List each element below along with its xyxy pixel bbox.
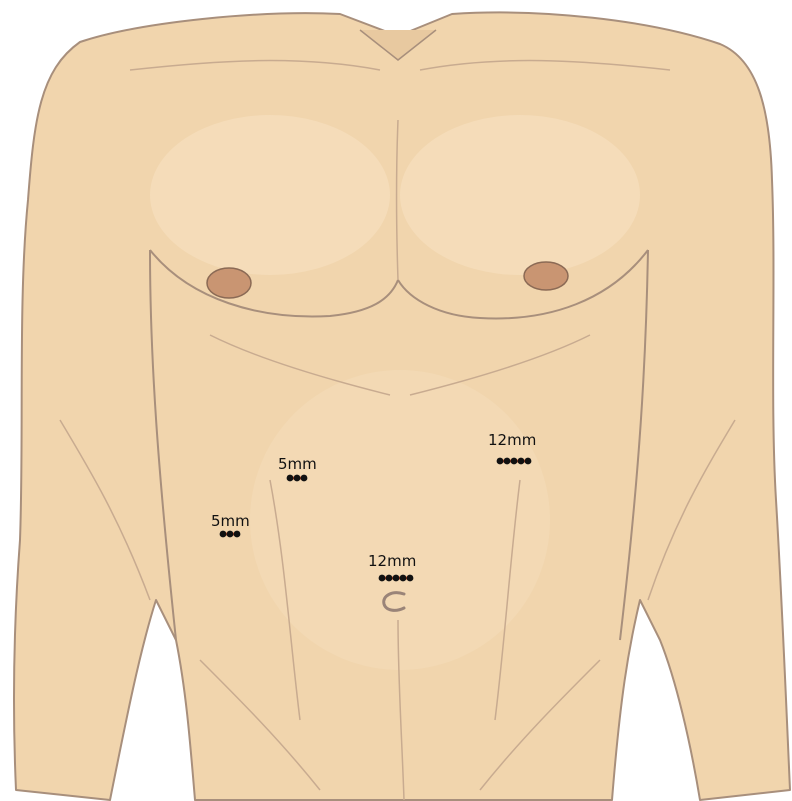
port-size-label: 12mm [368, 552, 416, 570]
incision-dot [511, 458, 518, 465]
incision-dot [525, 458, 532, 465]
port-size-label: 12mm [488, 431, 536, 449]
port-incision-marks [220, 531, 241, 538]
incision-dot [407, 575, 414, 582]
incision-dot [220, 531, 227, 538]
incision-dot [504, 458, 511, 465]
incision-dot [518, 458, 525, 465]
port-size-label: 5mm [278, 455, 317, 473]
incision-dot [234, 531, 241, 538]
incision-dot [227, 531, 234, 538]
port-size-label: 5mm [211, 512, 250, 530]
right-pec-highlight [400, 115, 640, 275]
port-incision-marks [287, 475, 308, 482]
left-pec-highlight [150, 115, 390, 275]
port-incision-marks [379, 575, 414, 582]
incision-dot [301, 475, 308, 482]
incision-dot [386, 575, 393, 582]
incision-dot [294, 475, 301, 482]
left-nipple [524, 262, 568, 290]
incision-dot [379, 575, 386, 582]
incision-dot [400, 575, 407, 582]
incision-dot [497, 458, 504, 465]
port-incision-marks [497, 458, 532, 465]
right-nipple [207, 268, 251, 298]
incision-dot [287, 475, 294, 482]
incision-dot [393, 575, 400, 582]
